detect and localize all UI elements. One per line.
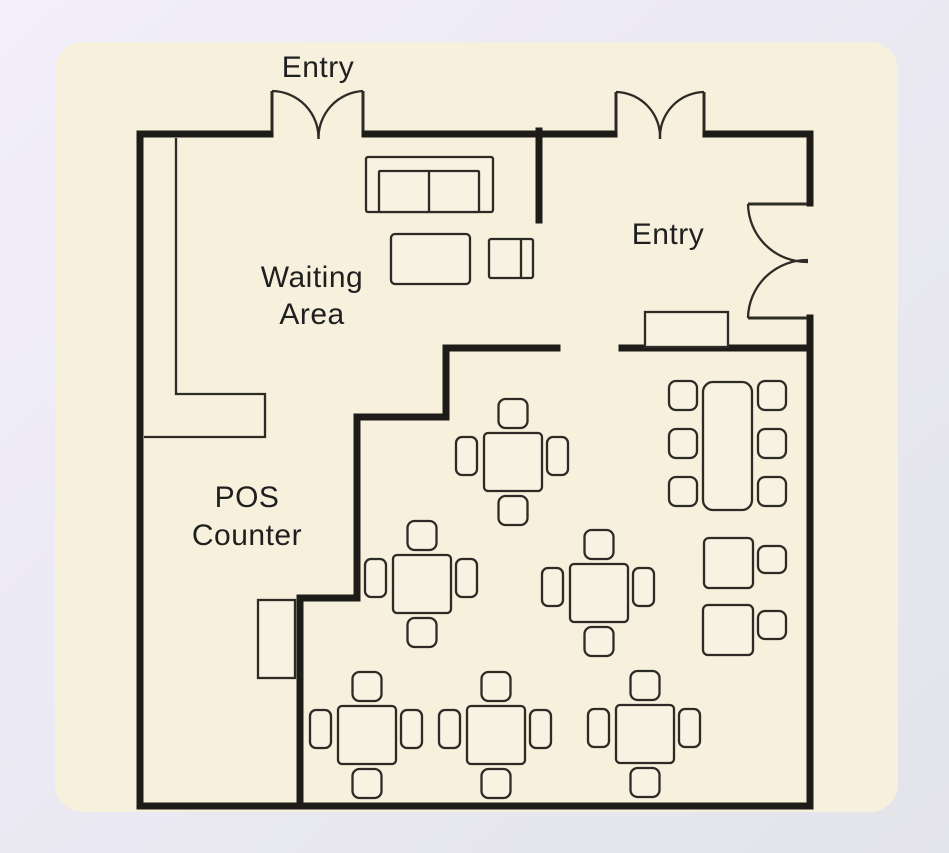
- chair: [437, 708, 462, 750]
- table: [614, 703, 676, 765]
- fixtures: [144, 138, 730, 680]
- chair: [583, 528, 615, 561]
- chair: [363, 557, 388, 599]
- chair: [497, 397, 529, 430]
- table: [568, 562, 630, 624]
- entry-top-label: Entry: [282, 51, 355, 84]
- table-2top-1: [702, 536, 788, 590]
- chair: [629, 669, 661, 702]
- chair: [480, 767, 512, 800]
- waiting-area-label-line2: Area: [279, 298, 344, 331]
- top-wall-right: [702, 130, 814, 207]
- table: [701, 380, 754, 512]
- table: [391, 553, 453, 615]
- waiting-area-label-line1: Waiting: [261, 261, 363, 294]
- chair: [351, 767, 383, 800]
- chair: [667, 475, 699, 508]
- chair: [756, 427, 788, 460]
- table: [702, 536, 755, 590]
- entry-right-label: Entry: [632, 218, 705, 251]
- chair: [497, 494, 529, 527]
- doors: [270, 89, 809, 320]
- table-4top-5: [437, 670, 553, 800]
- entry2-door-right-swing-arc: [658, 90, 705, 140]
- service-cabinet: [256, 598, 297, 680]
- chair: [677, 707, 702, 749]
- table-4top-2: [363, 519, 479, 649]
- armchair: [487, 237, 535, 280]
- chair: [454, 435, 479, 477]
- table: [701, 603, 755, 657]
- chair: [667, 379, 699, 412]
- chair: [756, 609, 788, 641]
- entry-door-right-swing-arc: [317, 89, 364, 140]
- table: [336, 704, 398, 766]
- chair: [586, 707, 611, 749]
- table-4top-4: [308, 670, 424, 800]
- chair: [406, 519, 438, 552]
- table-4top-1: [454, 397, 570, 527]
- chair: [545, 435, 570, 477]
- pos-counter-label-line2: Counter: [192, 519, 302, 552]
- long-table-6top: [667, 379, 788, 512]
- entry-door-left-swing-arc: [271, 89, 320, 140]
- chair: [480, 670, 512, 703]
- chair: [583, 625, 615, 658]
- table: [482, 431, 544, 493]
- chair: [756, 379, 788, 412]
- table-4top-6: [586, 669, 702, 799]
- chair: [667, 427, 699, 460]
- chair: [528, 708, 553, 750]
- table: [465, 704, 527, 766]
- outer-wall: [136, 130, 814, 810]
- table-2top-2: [701, 603, 788, 657]
- chair: [351, 670, 383, 703]
- chair: [540, 566, 565, 608]
- pos-counter-outline: [144, 138, 267, 439]
- table-4top-3: [540, 528, 656, 658]
- chair: [756, 475, 788, 508]
- chair: [406, 616, 438, 649]
- dining-furniture: [308, 379, 788, 800]
- labels: Entry Entry Waiting Area POS Counter: [192, 51, 704, 552]
- chair: [631, 566, 656, 608]
- chair: [454, 557, 479, 599]
- side-door-bottom-swing-arc: [746, 258, 809, 319]
- reception-desk: [643, 310, 730, 349]
- chair: [756, 544, 788, 575]
- pos-counter-label-line1: POS: [215, 481, 280, 514]
- coffee-table: [389, 232, 472, 286]
- chair: [629, 766, 661, 799]
- chair: [308, 708, 333, 750]
- chair: [399, 708, 424, 750]
- dining-zigzag-wall: [296, 344, 561, 807]
